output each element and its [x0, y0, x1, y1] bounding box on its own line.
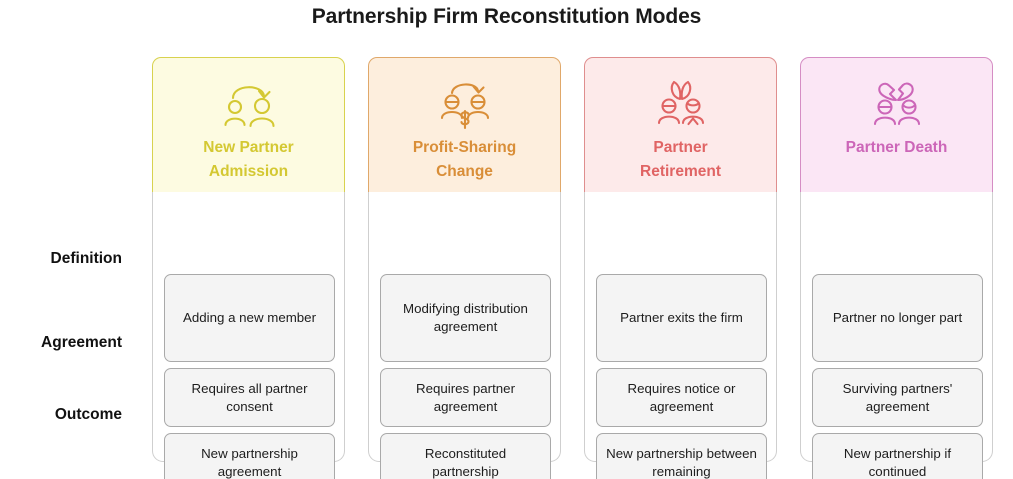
column-body-profit-sharing-change: Modifying distribution agreement Require…: [368, 192, 561, 479]
row-label-outcome: Outcome: [54, 406, 122, 423]
column-body-partner-death: Partner no longer part Surviving partner…: [800, 192, 993, 479]
two-people-leaves-icon: [650, 78, 712, 132]
two-people-broken-heart-icon: [866, 78, 928, 132]
row-label-column: Definition Agreement Outcome: [0, 57, 137, 462]
cell-outcome: Reconstituted partnership: [380, 433, 551, 479]
column-header-profit-sharing-change: Profit-Sharing Change: [368, 57, 561, 192]
column-title-line1: Partner: [653, 139, 708, 156]
cell-agreement: Requires notice or agreement: [596, 368, 767, 427]
cell-definition: Partner no longer part: [812, 274, 983, 362]
cell-outcome: New partnership if continued: [812, 433, 983, 479]
two-people-incoming-arrow-icon: [218, 78, 280, 132]
cell-definition: Partner exits the firm: [596, 274, 767, 362]
cell-definition: Modifying distribution agreement: [380, 274, 551, 362]
column-title-partner-death: Partner Death: [838, 136, 956, 160]
column-title-line1: Profit-Sharing: [412, 139, 517, 156]
row-label-definition: Definition: [50, 250, 122, 267]
cell-outcome: New partnership between remaining: [596, 433, 767, 479]
column-title-line1: Partner Death: [845, 139, 948, 156]
column-title-line2: Change: [436, 162, 493, 180]
column-partner-death: Partner Death Partner no longer part Sur…: [800, 57, 993, 479]
row-label-agreement: Agreement: [41, 334, 122, 351]
cell-definition: Adding a new member: [164, 274, 335, 362]
column-title-partner-retirement: Partner Retirement: [632, 136, 729, 183]
column-new-partner-admission: New Partner Admission Adding a new membe…: [152, 57, 345, 479]
column-partner-retirement: Partner Retirement Partner exits the fir…: [584, 57, 777, 479]
two-people-dollar-exchange-icon: [434, 78, 496, 132]
column-header-new-partner-admission: New Partner Admission: [152, 57, 345, 192]
column-title-line2: Retirement: [640, 162, 721, 180]
column-title-line1: New Partner: [203, 139, 294, 156]
column-title-profit-sharing-change: Profit-Sharing Change: [405, 136, 524, 183]
column-header-partner-death: Partner Death: [800, 57, 993, 192]
cell-agreement: Requires all partner consent: [164, 368, 335, 427]
page-title: Partnership Firm Reconstitution Modes: [311, 5, 702, 28]
cell-agreement: Requires partner agreement: [380, 368, 551, 427]
column-profit-sharing-change: Profit-Sharing Change Modifying distribu…: [368, 57, 561, 479]
column-body-new-partner-admission: Adding a new member Requires all partner…: [152, 192, 345, 479]
cell-agreement: Surviving partners' agreement: [812, 368, 983, 427]
cell-outcome: New partnership agreement: [164, 433, 335, 479]
column-body-partner-retirement: Partner exits the firm Requires notice o…: [584, 192, 777, 479]
comparison-grid: Definition Agreement Outcome: [0, 57, 1013, 479]
column-title-new-partner-admission: New Partner Admission: [195, 136, 301, 183]
column-title-line2: Admission: [208, 162, 289, 180]
column-header-partner-retirement: Partner Retirement: [584, 57, 777, 192]
